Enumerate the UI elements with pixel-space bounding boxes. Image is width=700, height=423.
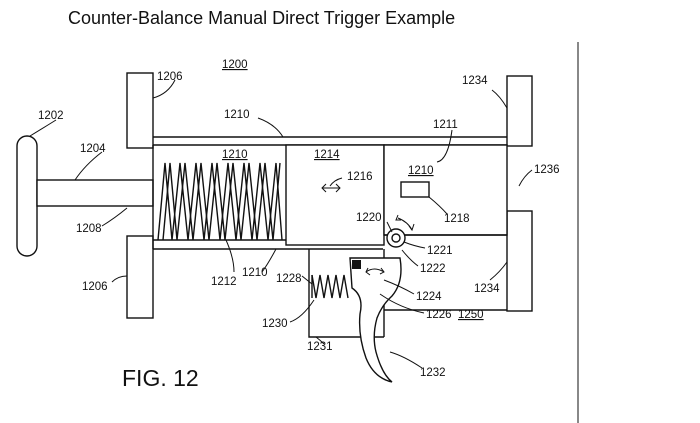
right-lower-block bbox=[507, 211, 532, 311]
label-1204: 1204 bbox=[80, 143, 106, 155]
label-1210-mid: 1210 bbox=[242, 267, 268, 279]
label-1210-top: 1210 bbox=[224, 109, 250, 121]
label-1224: 1224 bbox=[416, 291, 442, 303]
label-1231: 1231 bbox=[307, 341, 333, 353]
label-1228: 1228 bbox=[276, 273, 302, 285]
left-upper-block bbox=[127, 73, 153, 148]
label-1250: 1250 bbox=[458, 309, 484, 321]
label-1208: 1208 bbox=[76, 223, 102, 235]
label-1230: 1230 bbox=[262, 318, 288, 330]
label-1211: 1211 bbox=[433, 119, 458, 131]
figure-title: Counter-Balance Manual Direct Trigger Ex… bbox=[68, 8, 455, 28]
figure-number: FIG. 12 bbox=[122, 365, 199, 391]
label-1221: 1221 bbox=[427, 245, 453, 257]
label-1212: 1212 bbox=[211, 276, 237, 288]
label-1234-top: 1234 bbox=[462, 75, 488, 87]
label-1220: 1220 bbox=[356, 212, 382, 224]
trigger bbox=[350, 258, 401, 382]
label-1206-bottom: 1206 bbox=[82, 281, 108, 293]
label-1214: 1214 bbox=[314, 149, 340, 161]
label-1216: 1216 bbox=[347, 171, 373, 183]
handle-shaft bbox=[37, 180, 153, 206]
label-1218: 1218 bbox=[444, 213, 470, 225]
label-1200: 1200 bbox=[222, 59, 248, 71]
main-spring bbox=[158, 163, 282, 240]
pull-handle bbox=[17, 136, 37, 256]
label-1226: 1226 bbox=[426, 309, 452, 321]
label-1202: 1202 bbox=[38, 110, 64, 122]
label-1236: 1236 bbox=[534, 164, 560, 176]
label-1232: 1232 bbox=[420, 367, 446, 379]
label-1206-top: 1206 bbox=[157, 71, 183, 83]
latch-pin bbox=[401, 182, 429, 197]
label-1222: 1222 bbox=[420, 263, 446, 275]
label-1210-spring: 1210 bbox=[222, 149, 248, 161]
right-upper-block bbox=[507, 76, 532, 146]
label-1234-bottom: 1234 bbox=[474, 283, 500, 295]
label-1210-right: 1210 bbox=[408, 165, 434, 177]
trigger-spring bbox=[312, 275, 348, 298]
trigger-contact bbox=[352, 260, 361, 269]
pivot-inner bbox=[392, 234, 400, 242]
left-lower-block bbox=[127, 236, 153, 318]
